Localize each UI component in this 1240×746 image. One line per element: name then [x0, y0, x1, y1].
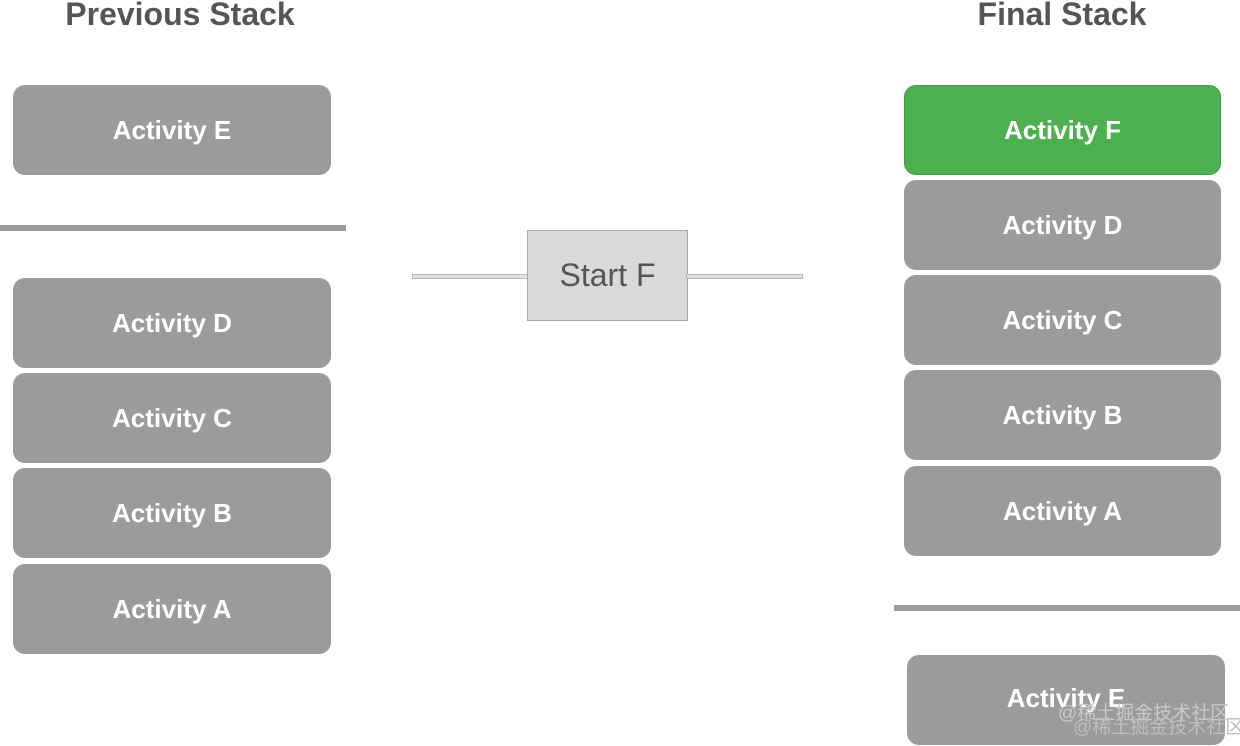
connector-in	[412, 274, 530, 279]
start-f-action: Start F	[527, 230, 688, 321]
previous-activity-e: Activity E	[13, 85, 331, 175]
final-activity-d: Activity D	[904, 180, 1221, 270]
previous-activity-b: Activity B	[13, 468, 331, 558]
previous-activity-c: Activity C	[13, 373, 331, 463]
final-activity-b: Activity B	[904, 370, 1221, 460]
final-stack-title: Final Stack	[977, 0, 1147, 32]
final-activity-e: Activity E	[907, 655, 1225, 745]
connector-out	[686, 274, 803, 279]
final-stack-divider	[894, 605, 1240, 611]
final-activity-f: Activity F	[904, 85, 1221, 175]
previous-activity-a: Activity A	[13, 564, 331, 654]
previous-stack-title: Previous Stack	[65, 0, 295, 32]
watermark-shadow: @稀土掘金技术社区	[1073, 717, 1240, 738]
final-activity-a: Activity A	[904, 466, 1221, 556]
final-activity-c: Activity C	[904, 275, 1221, 365]
previous-stack-divider	[0, 225, 346, 231]
watermark: @稀土掘金技术社区	[1058, 703, 1230, 724]
previous-activity-d: Activity D	[13, 278, 331, 368]
